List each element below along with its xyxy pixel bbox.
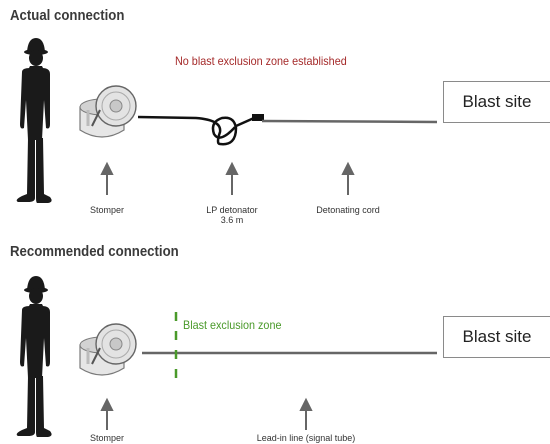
arrow-up-icon: [225, 161, 239, 195]
detonating-cord-line: [261, 119, 438, 124]
actual-connection-heading: Actual connection: [10, 7, 125, 24]
arrow-up-icon: [100, 397, 114, 430]
recommended-connection-panel: Recommended connection: [0, 232, 550, 444]
arrow-up-icon: [100, 161, 114, 195]
arrow-up-icon: [341, 161, 355, 195]
actual-connection-diagram: [16, 38, 438, 203]
recommended-connection-heading: Recommended connection: [10, 243, 179, 260]
blast-exclusion-zone-label: Blast exclusion zone: [183, 318, 282, 332]
lp-detonator-lead: [137, 115, 255, 146]
stomper-label: Stomper: [89, 205, 125, 215]
lead-in-line-label: Lead-in line (signal tube): [256, 433, 356, 443]
lp-detonator-label: LP detonator: [206, 205, 258, 215]
stomper-label: Stomper: [89, 433, 125, 443]
recommended-connection-diagram: [16, 276, 437, 437]
actual-connection-panel: Actual connection: [10, 7, 550, 225]
worker-silhouette-icon: [16, 276, 52, 437]
detonating-cord-label: Detonating cord: [316, 205, 380, 215]
detonator-coil-icon: [252, 114, 264, 121]
stomper-device-icon: [79, 323, 137, 376]
lp-detonator-length-label: 3.6 m: [220, 215, 244, 225]
blast-site-box: Blast site: [443, 81, 550, 123]
arrow-up-icon: [299, 397, 313, 430]
blast-site-box: Blast site: [443, 316, 550, 358]
stomper-device-icon: [79, 85, 137, 138]
no-exclusion-zone-warning: No blast exclusion zone established: [175, 54, 347, 68]
worker-silhouette-icon: [16, 38, 52, 203]
